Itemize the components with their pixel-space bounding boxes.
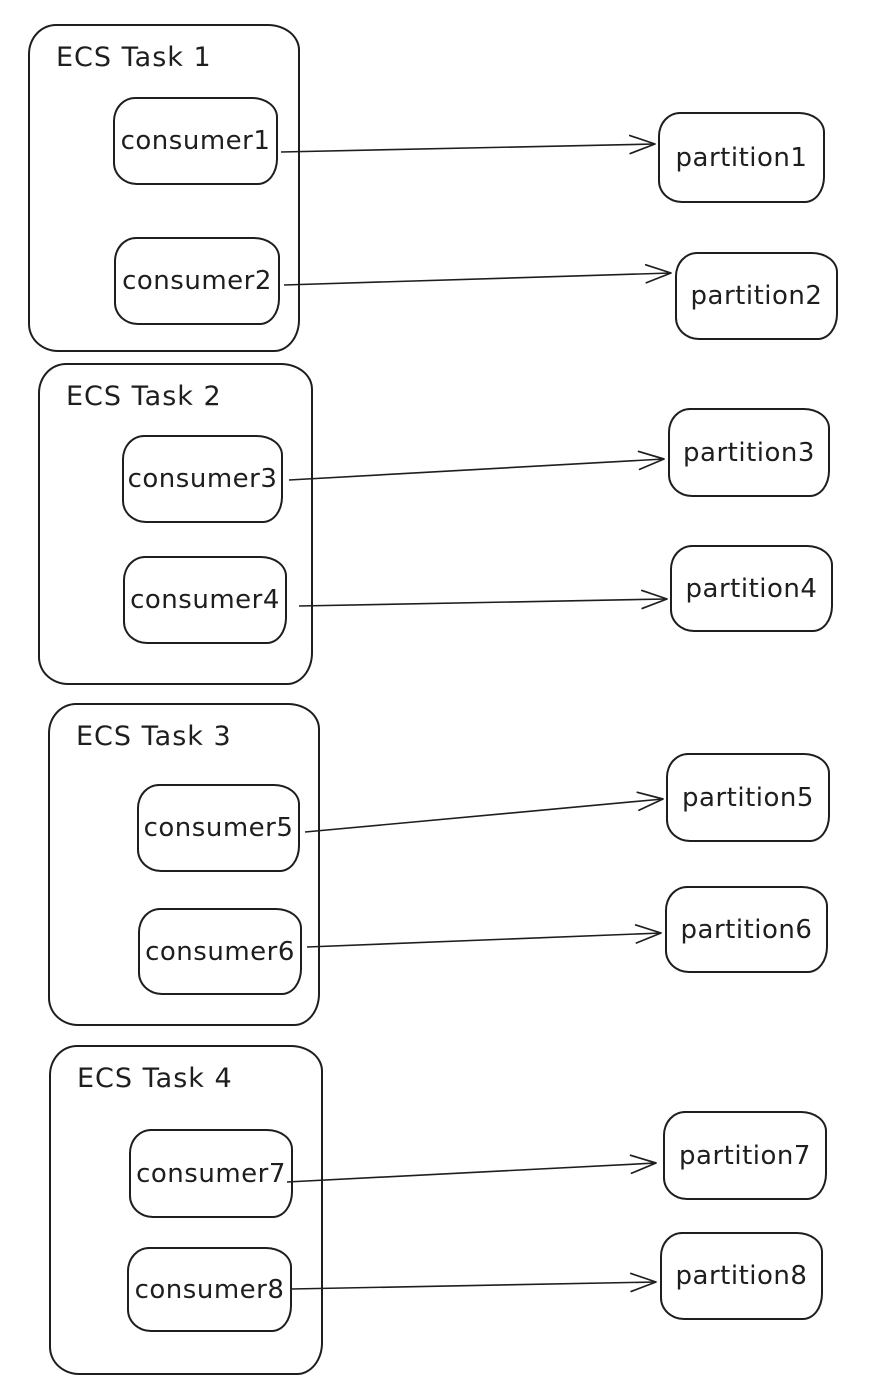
consumer6-node: consumer6	[138, 908, 302, 995]
ecs-task-1-label: ECS Task 1	[56, 42, 212, 73]
consumer4-node: consumer4	[123, 556, 287, 644]
consumer2-node: consumer2	[114, 237, 280, 325]
ecs-task-2-label: ECS Task 2	[66, 381, 222, 412]
consumer8-node: consumer8	[127, 1247, 292, 1332]
arrow-consumer1-to-partition1	[280, 134, 656, 155]
consumer7-node: consumer7	[129, 1129, 293, 1218]
partition8-node: partition8	[660, 1232, 823, 1320]
ecs-task-4-label: ECS Task 4	[77, 1063, 233, 1094]
arrow-consumer6-to-partition6	[306, 924, 662, 948]
partition6-node: partition6	[665, 886, 828, 973]
arrow-consumer3-to-partition3	[288, 450, 665, 481]
partition3-node: partition3	[668, 408, 830, 497]
arrow-consumer8-to-partition8	[290, 1272, 657, 1293]
arrow-consumer2-to-partition2	[283, 263, 672, 286]
partition5-node: partition5	[666, 753, 830, 842]
consumer5-node: consumer5	[137, 784, 300, 872]
partition7-node: partition7	[663, 1111, 827, 1200]
ecs-task-3-label: ECS Task 3	[76, 721, 232, 752]
arrow-consumer5-to-partition5	[304, 791, 664, 833]
arrow-consumer4-to-partition4	[298, 589, 668, 610]
consumer1-node: consumer1	[113, 97, 278, 185]
arrow-consumer7-to-partition7	[286, 1154, 657, 1183]
consumer3-node: consumer3	[122, 435, 283, 523]
partition1-node: partition1	[658, 112, 825, 203]
partition2-node: partition2	[675, 252, 838, 340]
partition4-node: partition4	[670, 545, 833, 632]
